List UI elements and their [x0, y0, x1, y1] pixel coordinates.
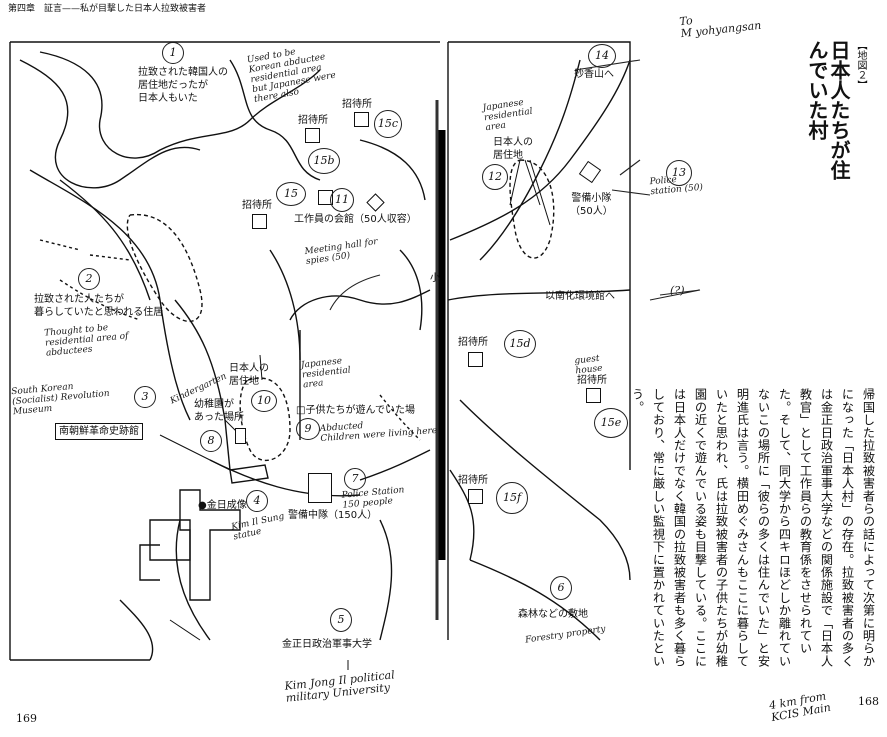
marker-15f: 15f — [496, 482, 528, 514]
marker-13: 13 — [666, 160, 692, 186]
marker-6: 6 — [550, 576, 572, 600]
guest-house-box-15c — [354, 112, 369, 127]
label-security-company: 警備中隊（150人） — [288, 510, 378, 521]
body-text: 帰国した拉致被害者らの話によって次第に明らかになった「日本人村」の存在。拉致被害… — [630, 388, 875, 668]
map-title: 日本人たちが住んでいた村 — [805, 40, 851, 180]
marker-9: 9 — [296, 418, 320, 440]
label-guest-house-15f: 招待所 — [458, 475, 488, 486]
label-forest-site: 森林などの敷地 — [518, 609, 588, 620]
page-number-right: 168 — [858, 695, 879, 708]
guest-house-box-15b — [305, 128, 320, 143]
chapter-header: 第四章 証言——私が目撃した日本人拉致被害者 — [8, 4, 207, 14]
label-children-play: □子供たちが遊んでいた場 — [296, 405, 415, 416]
label-small-mark: 小 — [430, 273, 440, 284]
label-guest-house-15e: 招待所 — [577, 375, 607, 386]
note-japanese-res-area-2: Japanese residential area — [300, 356, 352, 391]
marker-8: 8 — [200, 430, 222, 452]
marker-11: 11 — [330, 188, 354, 212]
label-museum: 南朝鮮革命史跡館 — [55, 423, 143, 440]
marker-4: 4 — [246, 490, 268, 512]
label-japanese-residence-center: 日本人の 居住地 — [229, 363, 269, 387]
label-guest-house-15d: 招待所 — [458, 337, 488, 348]
marker-3: 3 — [134, 386, 156, 408]
label-myohyang: 妙香山へ — [574, 69, 614, 80]
label-security-platoon: 警備小隊 （50人） — [570, 193, 613, 217]
marker-5: 5 — [330, 608, 352, 632]
marker-12: 12 — [482, 164, 508, 190]
guest-house-box-15f — [468, 489, 483, 504]
guest-house-box-15d — [468, 352, 483, 367]
guest-house-box-15 — [252, 214, 267, 229]
kindergarten-box — [235, 428, 246, 444]
label-kim-statue: ●金日成像 — [198, 500, 247, 511]
marker-1: 1 — [162, 42, 184, 64]
marker-2: 2 — [78, 268, 100, 290]
label-to-hall: 以南化環境館へ — [545, 291, 615, 302]
label-abducted-korean-area: 拉致された韓国人の 居住地だったが 日本人もいた — [138, 67, 228, 104]
note-question: (?) — [670, 284, 685, 297]
marker-15c: 15c — [374, 110, 402, 138]
marker-15b: 15b — [308, 148, 340, 174]
marker-15d: 15d — [504, 330, 536, 358]
guest-house-box-15e — [586, 388, 601, 403]
marker-15e: 15e — [594, 408, 628, 438]
marker-7: 7 — [344, 468, 366, 490]
label-abducted-people-area: 拉致された人たちが 暮らしていたと思われる住居 — [34, 294, 164, 318]
marker-15: 15 — [276, 182, 306, 206]
security-company-box — [308, 473, 332, 503]
label-guest-house-15: 招待所 — [242, 200, 272, 211]
label-guest-house-15b: 招待所 — [298, 115, 328, 126]
label-guest-house-15c: 招待所 — [342, 99, 372, 110]
page-number-left: 169 — [16, 712, 37, 725]
label-kindergarten: 幼稚園が あった場所 — [194, 399, 244, 423]
marker-14: 14 — [588, 44, 616, 68]
label-university: 金正日政治軍事大学 — [282, 639, 372, 650]
marker-10: 10 — [251, 390, 277, 412]
label-japanese-residence-right: 日本人の 居住地 — [493, 137, 533, 161]
map-tag: 【地図２】 — [855, 40, 866, 90]
note-guest-house: guest house — [574, 353, 603, 377]
label-operatives-hall: 工作員の会館（50人収容） — [294, 214, 417, 225]
